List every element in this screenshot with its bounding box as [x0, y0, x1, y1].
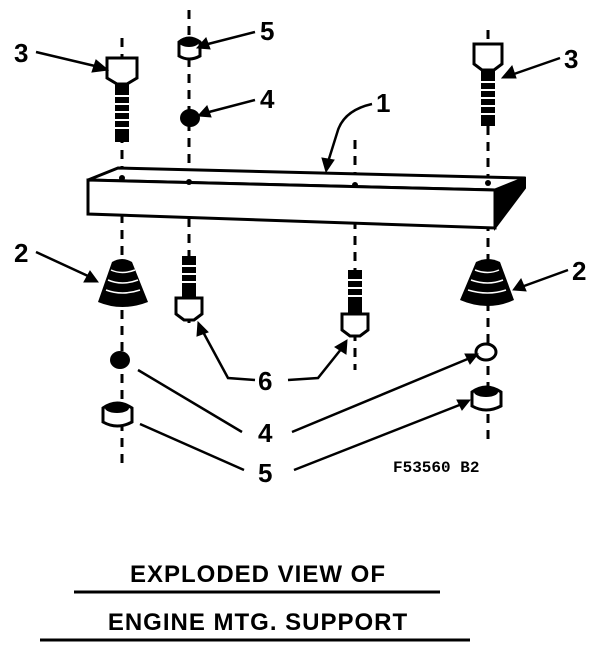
lower-left-washer	[110, 351, 130, 369]
callout-bracket: 1	[376, 88, 390, 118]
callout-mount-right: 2	[572, 256, 586, 286]
callout-bolt-upper-right: 3	[564, 44, 578, 74]
left-rubber-mount	[98, 259, 148, 307]
title-block: EXPLODED VIEW OF ENGINE MTG. SUPPORT	[40, 561, 470, 642]
drawing-code: F53560 B2	[393, 459, 479, 477]
center-lines	[120, 10, 490, 470]
leader-lines	[35, 30, 569, 472]
callout-mount-left: 2	[14, 238, 28, 268]
upper-washer	[180, 109, 200, 127]
callout-bolt-upper-left: 3	[14, 38, 28, 68]
lower-right-bolt	[340, 270, 370, 338]
upper-left-bolt	[105, 56, 139, 142]
callout-bolt-lower: 6	[258, 366, 272, 396]
lower-left-bolt	[174, 256, 204, 322]
right-rubber-mount	[460, 259, 514, 306]
bracket-part	[86, 166, 526, 231]
callout-nut-upper: 5	[260, 16, 274, 46]
callout-nut-lower: 5	[258, 458, 272, 488]
upper-nut	[177, 36, 202, 61]
callout-labels: 3 3 5 4 1 2 2 6 4 5	[14, 16, 586, 488]
callout-washer-upper: 4	[260, 84, 275, 114]
callout-washer-lower: 4	[258, 418, 273, 448]
lower-left-nut	[101, 401, 134, 428]
upper-right-bolt	[472, 42, 504, 126]
lower-right-nut	[470, 385, 503, 412]
title-line-1: EXPLODED VIEW OF	[130, 561, 386, 588]
lower-right-washer	[474, 342, 498, 362]
title-line-2: ENGINE MTG. SUPPORT	[108, 609, 408, 636]
